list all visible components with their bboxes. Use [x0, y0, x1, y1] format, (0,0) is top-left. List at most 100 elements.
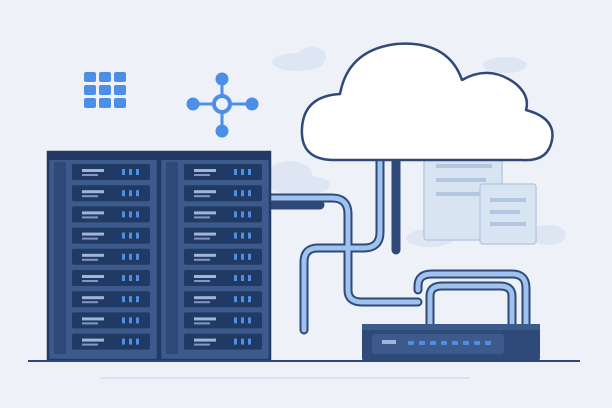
server-unit-led: [241, 338, 244, 345]
server-unit: [72, 164, 150, 180]
server-unit-vent: [82, 190, 104, 194]
server-unit: [72, 291, 150, 308]
server-unit-led: [234, 253, 237, 260]
server-unit: [72, 206, 150, 223]
server-unit-led: [129, 275, 132, 281]
router-led: [430, 341, 436, 345]
server-unit-vent: [194, 322, 210, 325]
rack-top: [48, 152, 158, 160]
rack-side-panel: [166, 162, 178, 354]
server-unit-vent: [82, 338, 104, 342]
server-unit-led: [129, 338, 132, 345]
server-unit-led: [241, 275, 244, 281]
server-unit-led: [234, 232, 237, 239]
server-unit: [184, 227, 262, 244]
server-unit-vent: [82, 343, 98, 346]
server-unit-led: [136, 232, 139, 239]
server-unit-led: [248, 169, 251, 175]
server-unit-led: [234, 296, 237, 303]
server-unit-vent: [194, 216, 210, 219]
server-unit: [72, 248, 150, 265]
server-unit-led: [241, 232, 244, 239]
server-unit-led: [234, 275, 237, 281]
router-status-leds: [408, 341, 491, 345]
router-led: [485, 341, 491, 345]
server-unit-vent: [82, 195, 98, 198]
server-unit-vent: [194, 258, 210, 261]
server-unit-led: [122, 232, 125, 239]
server-unit-led: [241, 211, 244, 218]
server-unit-led: [234, 211, 237, 218]
server-unit-led: [129, 253, 132, 260]
server-unit-led: [234, 338, 237, 345]
router-led: [474, 341, 480, 345]
server-unit-vent: [194, 237, 210, 240]
server-unit-vent: [194, 280, 210, 282]
grid-cell: [84, 98, 96, 108]
server-unit-vent: [82, 258, 98, 261]
server-unit: [184, 164, 262, 180]
server-unit-led: [248, 211, 251, 218]
server-rack-icon: [158, 150, 272, 362]
server-unit-vent: [194, 343, 210, 346]
server-unit-led: [234, 317, 237, 324]
grid-cell: [84, 72, 96, 82]
server-unit: [184, 270, 262, 286]
server-unit-vent: [194, 275, 216, 278]
server-unit-led: [122, 296, 125, 303]
server-unit-led: [234, 190, 237, 197]
server-racks: [46, 150, 272, 362]
server-unit-vent: [194, 211, 216, 215]
server-unit-led: [122, 190, 125, 197]
server-unit-led: [122, 211, 125, 218]
grid-cell: [99, 85, 111, 95]
network-cables: [265, 155, 531, 335]
rack-top: [160, 152, 270, 160]
server-unit-led: [241, 296, 244, 303]
server-unit-vent: [194, 317, 216, 321]
grid-cell: [84, 85, 96, 95]
server-unit-vent: [82, 174, 98, 176]
server-unit-vent: [194, 195, 210, 198]
server-unit-led: [136, 317, 139, 324]
server-unit-vent: [194, 174, 210, 176]
server-unit-vent: [82, 296, 104, 300]
server-unit-led: [136, 253, 139, 260]
grid-cell: [114, 98, 126, 108]
router-led: [452, 341, 458, 345]
server-unit-led: [122, 317, 125, 324]
server-unit: [72, 185, 150, 202]
server-unit-led: [129, 211, 132, 218]
server-unit-vent: [82, 322, 98, 325]
server-unit-led: [136, 296, 139, 303]
server-unit-led: [136, 275, 139, 281]
background-cloud-small: [272, 47, 326, 71]
router-led: [441, 341, 447, 345]
server-unit-vent: [82, 211, 104, 215]
server-unit-led: [248, 232, 251, 239]
server-unit-led: [129, 317, 132, 324]
server-unit: [184, 312, 262, 329]
server-unit-led: [122, 338, 125, 345]
server-unit: [72, 227, 150, 244]
background-cloud-left: [268, 161, 330, 195]
server-unit-led: [129, 190, 132, 197]
server-unit-led: [129, 296, 132, 303]
server-unit-vent: [194, 190, 216, 194]
server-rack-icon: [46, 150, 160, 362]
router-led: [463, 341, 469, 345]
server-unit-vent: [82, 232, 104, 236]
server-unit-led: [241, 190, 244, 197]
grid-cell: [99, 72, 111, 82]
server-unit-led: [248, 317, 251, 324]
server-unit-led: [122, 169, 125, 175]
server-unit-led: [241, 253, 244, 260]
server-unit-led: [136, 211, 139, 218]
server-unit-led: [122, 275, 125, 281]
server-unit-vent: [194, 296, 216, 300]
server-unit-vent: [82, 169, 104, 172]
router-icon: [362, 324, 540, 362]
server-unit-led: [241, 317, 244, 324]
